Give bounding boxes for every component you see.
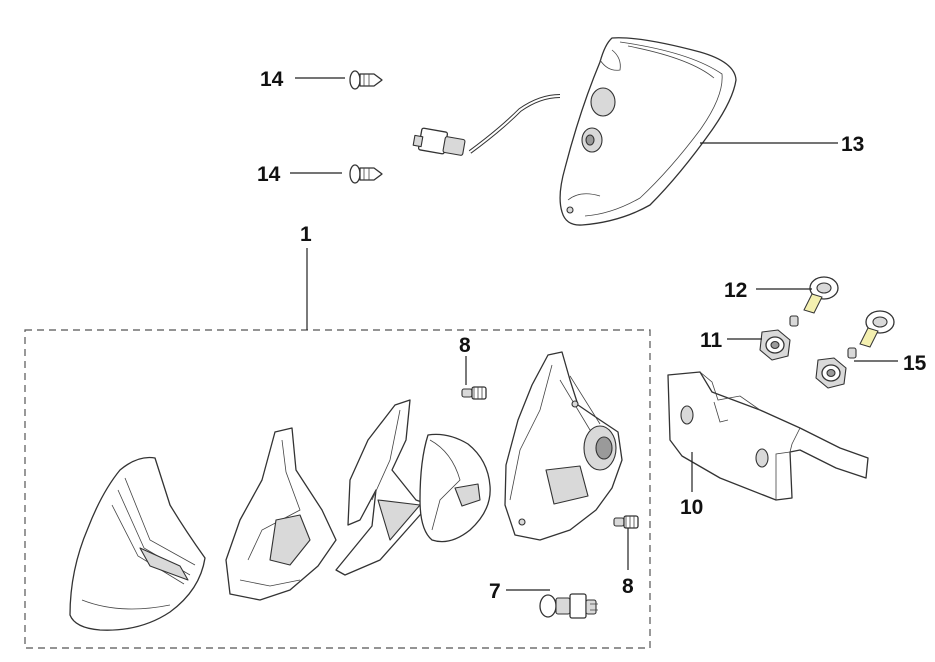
callout-7: 7 bbox=[489, 580, 501, 603]
part-14-screw-lower bbox=[349, 164, 383, 184]
part-13-housing bbox=[559, 37, 737, 226]
part-1-headlight-housing bbox=[504, 351, 623, 541]
part-1-trim-piece bbox=[335, 399, 431, 576]
part-13-connector-cable bbox=[412, 94, 561, 156]
callout-8-upper: 8 bbox=[459, 334, 471, 357]
part-1-headlight-lens bbox=[69, 456, 206, 631]
part-14-screw-upper bbox=[349, 70, 383, 90]
assembly-1-boundary bbox=[24, 329, 651, 649]
part-1-reflector-body bbox=[419, 433, 491, 543]
part-1-reflector-inner bbox=[225, 427, 337, 601]
callout-11: 11 bbox=[700, 329, 723, 352]
part-8-bulb-lower bbox=[613, 515, 639, 529]
part-11-nut-left bbox=[759, 315, 799, 361]
part-10-bracket bbox=[667, 371, 869, 501]
callout-8-lower: 8 bbox=[622, 575, 634, 598]
callout-10: 10 bbox=[680, 496, 703, 519]
part-7-headlight-bulb bbox=[539, 593, 598, 619]
part-12-bolt bbox=[803, 276, 839, 314]
part-11-nut-right bbox=[815, 347, 857, 389]
callout-14-upper: 14 bbox=[260, 68, 284, 91]
callout-1: 1 bbox=[300, 223, 312, 246]
callout-13: 13 bbox=[841, 133, 864, 156]
part-15-bolt bbox=[859, 310, 895, 348]
leader-lines bbox=[290, 77, 898, 591]
callout-12: 12 bbox=[724, 279, 747, 302]
callout-15: 15 bbox=[903, 352, 927, 375]
callout-14-lower: 14 bbox=[257, 163, 281, 186]
part-8-bulb-upper bbox=[461, 386, 487, 400]
